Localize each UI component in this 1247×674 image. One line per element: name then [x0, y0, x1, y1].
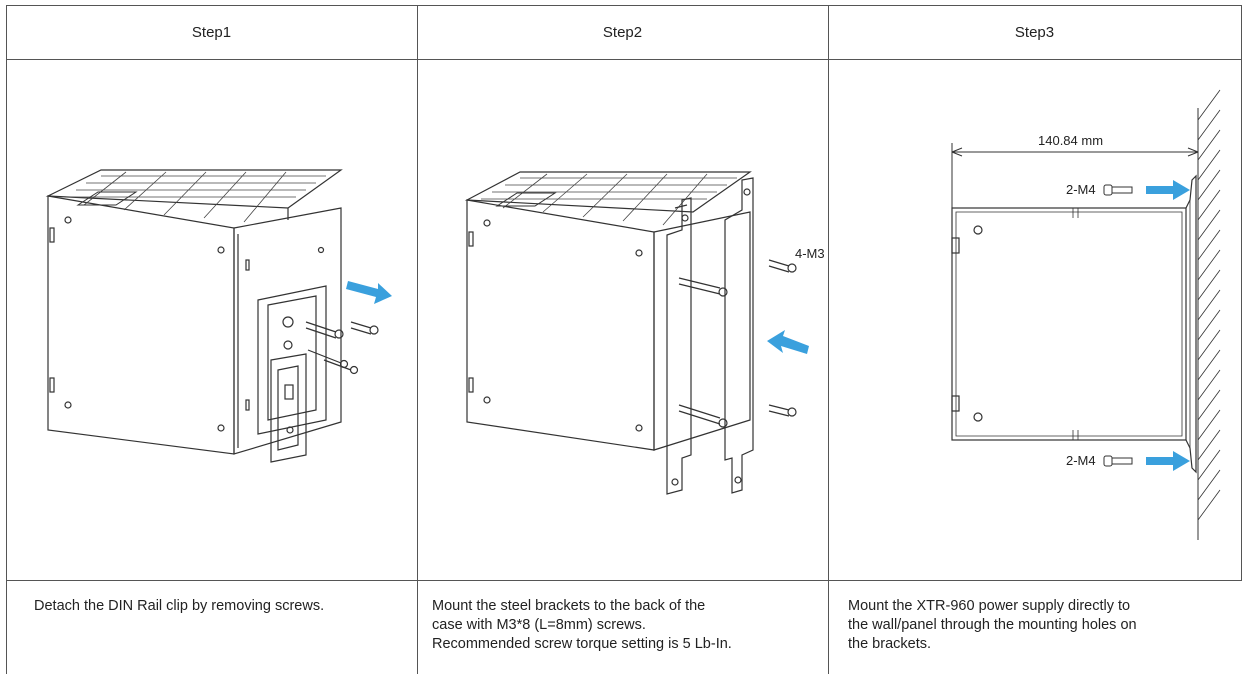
step2-description-line: case with M3*8 (L=8mm) screws.	[432, 617, 646, 633]
arrow-right-icon	[346, 281, 392, 304]
table-right-border	[1241, 5, 1242, 580]
header-divider	[6, 59, 1242, 60]
screw-label-4m3: 4-M3	[795, 246, 825, 261]
arrow-right-icon	[1146, 180, 1190, 200]
column-divider-2	[828, 5, 829, 674]
step1-title: Step1	[191, 23, 232, 41]
step2-illustration: 4-M3	[464, 171, 825, 495]
step3-title: Step3	[1014, 23, 1055, 41]
bottom-screw-label: 2-M4	[1066, 453, 1096, 468]
column-divider-1	[417, 5, 418, 674]
arrow-right-icon	[1146, 451, 1190, 471]
step3-description-line: Mount the XTR-960 power supply directly …	[848, 598, 1131, 614]
top-screw-label: 2-M4	[1066, 182, 1096, 197]
step1-description: Detach the DIN Rail clip by removing scr…	[34, 598, 325, 614]
table-left-border	[6, 5, 7, 674]
installation-table: Step1 Step2 Step3 Detach the DIN Rail cl…	[6, 5, 1242, 674]
step2-description-line: Recommended screw torque setting is 5 Lb…	[432, 636, 732, 652]
step1-illustration	[45, 169, 392, 463]
description-divider	[6, 580, 1242, 581]
step3-description-line: the brackets.	[848, 636, 932, 652]
dimension-label: 140.84 mm	[1038, 133, 1103, 148]
arrow-left-icon	[767, 330, 809, 354]
step3-illustration: 140.84 mm	[951, 89, 1221, 540]
step2-title: Step2	[602, 23, 643, 41]
step3-description: Mount the XTR-960 power supply directly …	[848, 597, 1228, 654]
table-top-border	[6, 5, 1242, 6]
step2-description: Mount the steel brackets to the back of …	[432, 597, 812, 654]
step2-description-line: Mount the steel brackets to the back of …	[432, 598, 706, 614]
step3-description-line: the wall/panel through the mounting hole…	[848, 617, 1137, 633]
